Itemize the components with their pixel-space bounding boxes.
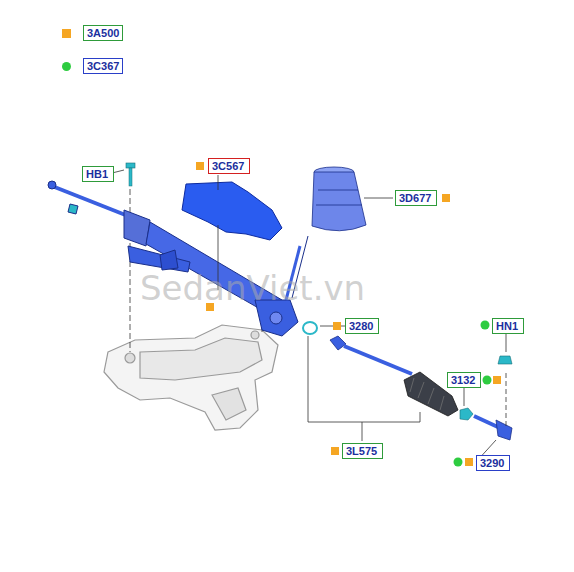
watermark: SedanViet.vn — [140, 268, 365, 308]
callout-box: 3C567 — [208, 158, 250, 174]
legend-entry: 3A500 — [62, 25, 123, 41]
clip-ring — [303, 322, 317, 334]
legend-label: 3A500 — [83, 25, 123, 41]
heat-shield — [182, 182, 282, 240]
steering-boot — [312, 167, 366, 231]
leader-line — [308, 326, 496, 462]
callout-number: 3280 — [349, 320, 375, 332]
callout-number: 3D677 — [399, 192, 433, 204]
callout-number: HB1 — [86, 168, 110, 180]
callout-number: 3L575 — [346, 445, 379, 457]
callout-number: HN1 — [496, 320, 520, 332]
legend-label: 3C367 — [83, 58, 123, 74]
nut — [460, 408, 473, 420]
legend-entry: 3C367 — [62, 58, 123, 74]
legend-swatch — [62, 29, 71, 38]
callout-box: 3132 — [447, 372, 481, 388]
callout-box: 3D677 — [395, 190, 437, 206]
callout-box: HN1 — [492, 318, 524, 334]
callout-number: 3C567 — [212, 160, 246, 172]
callout-box: HB1 — [82, 166, 114, 182]
callout-number: 3290 — [480, 457, 506, 469]
inner-tie-rod — [330, 336, 412, 374]
callout-box: 3280 — [345, 318, 379, 334]
bolt — [126, 163, 135, 186]
kit-marker — [196, 162, 501, 467]
callout-number: 3132 — [451, 374, 477, 386]
callout-box: 3L575 — [342, 443, 383, 459]
legend-swatch — [62, 62, 71, 71]
hex-nut — [498, 356, 512, 364]
subframe — [104, 325, 278, 430]
callout-box: 3290 — [476, 455, 510, 471]
steering-rack — [48, 181, 308, 336]
